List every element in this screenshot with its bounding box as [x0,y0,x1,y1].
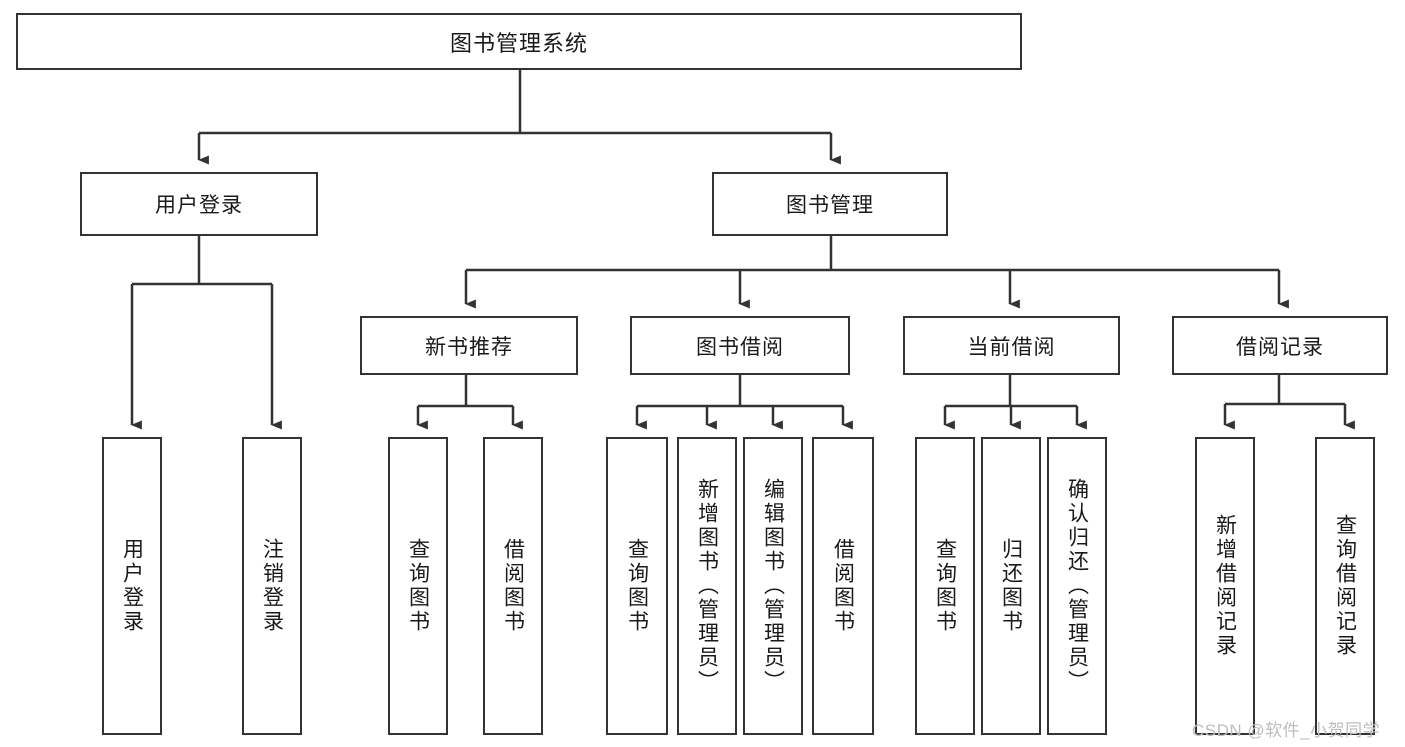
node-label: 借阅记录 [1236,335,1324,359]
node-label: 查询图书 [406,538,430,634]
node-label: 用户登录 [120,538,144,634]
leaf-borrow-book-newbook[interactable]: 借阅图书 [483,437,543,735]
leaf-confirm-return-admin[interactable]: 确认归还（管理员） [1047,437,1107,735]
node-label: 注销登录 [260,538,284,634]
node-label: 归还图书 [999,538,1023,634]
node-label: 查询图书 [933,538,957,634]
csdn-watermark: CSDN @软件_小贺同学 [1192,721,1381,740]
node-book-management[interactable]: 图书管理 [712,172,948,236]
node-label: 新增借阅记录 [1213,514,1237,658]
leaf-query-book-newbook[interactable]: 查询图书 [388,437,448,735]
leaf-query-book-borrow[interactable]: 查询图书 [606,437,668,735]
node-current-borrow[interactable]: 当前借阅 [903,316,1120,375]
node-new-book-recommend[interactable]: 新书推荐 [360,316,578,375]
node-label: 图书管理系统 [449,30,588,56]
leaf-user-login[interactable]: 用户登录 [102,437,162,735]
node-label: 当前借阅 [967,335,1056,359]
node-label: 用户登录 [155,194,243,217]
leaf-add-borrow-record[interactable]: 新增借阅记录 [1195,437,1255,735]
node-label: 新书推荐 [425,335,513,359]
node-label: 借阅图书 [501,538,525,634]
node-label: 查询图书 [625,538,649,634]
leaf-logout[interactable]: 注销登录 [242,437,302,735]
node-label: 查询借阅记录 [1333,514,1357,658]
node-label: 编辑图书（管理员） [761,478,785,694]
node-book-borrow[interactable]: 图书借阅 [630,316,850,375]
leaf-borrow-book[interactable]: 借阅图书 [812,437,874,735]
node-user-login[interactable]: 用户登录 [80,172,318,236]
node-root-book-management-system[interactable]: 图书管理系统 [16,13,1022,70]
leaf-query-book-current[interactable]: 查询图书 [915,437,975,735]
node-borrow-record[interactable]: 借阅记录 [1172,316,1388,375]
leaf-return-book[interactable]: 归还图书 [981,437,1041,735]
node-label: 新增图书（管理员） [695,478,719,694]
node-label: 图书借阅 [696,335,784,359]
leaf-add-book-admin[interactable]: 新增图书（管理员） [677,437,737,735]
node-label: 图书管理 [786,194,874,217]
leaf-query-borrow-record[interactable]: 查询借阅记录 [1315,437,1375,735]
node-label: 借阅图书 [831,538,855,634]
node-label: 确认归还（管理员） [1065,478,1089,694]
leaf-edit-book-admin[interactable]: 编辑图书（管理员） [743,437,803,735]
